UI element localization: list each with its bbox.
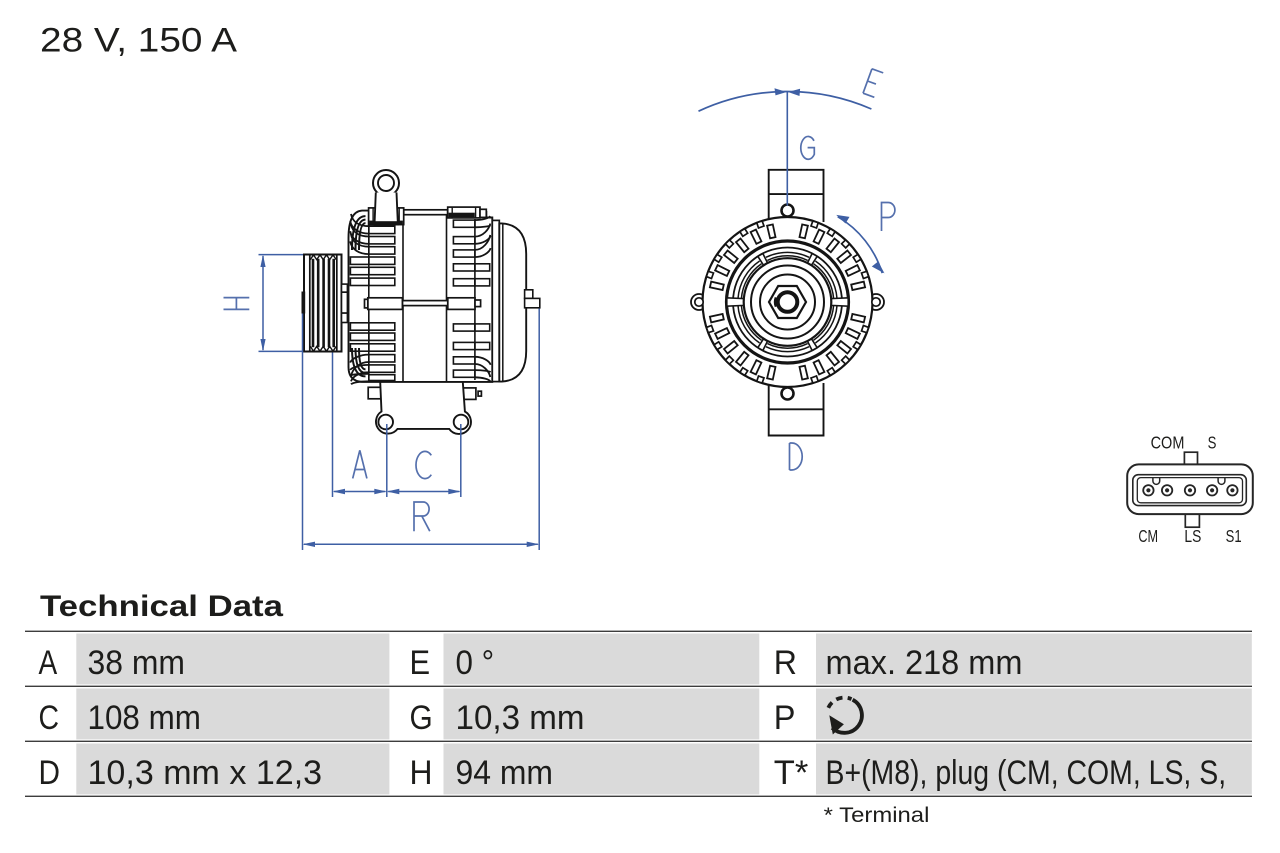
- svg-text:CM: CM: [1138, 526, 1158, 546]
- svg-text:C: C: [39, 699, 60, 737]
- svg-text:D: D: [39, 754, 61, 792]
- svg-text:H: H: [410, 754, 433, 792]
- svg-text:10,3 mm x 12,3: 10,3 mm x 12,3: [88, 754, 323, 792]
- svg-text:max. 218 mm: max. 218 mm: [826, 644, 1023, 682]
- svg-text:P: P: [774, 699, 796, 737]
- svg-text:94 mm: 94 mm: [456, 754, 554, 792]
- svg-text:LS: LS: [1184, 526, 1201, 546]
- svg-text:* Terminal: * Terminal: [824, 804, 930, 827]
- svg-text:T*: T*: [774, 754, 809, 792]
- svg-text:G: G: [410, 699, 433, 737]
- svg-text:Technical Data: Technical Data: [40, 590, 283, 623]
- svg-text:108 mm: 108 mm: [88, 699, 201, 737]
- svg-text:R: R: [774, 644, 797, 682]
- svg-text:E: E: [410, 644, 431, 682]
- svg-text:10,3 mm: 10,3 mm: [456, 699, 585, 737]
- svg-text:B+(M8), plug (CM, COM, LS, S,: B+(M8), plug (CM, COM, LS, S,: [826, 754, 1227, 792]
- svg-text:0 °: 0 °: [456, 644, 495, 682]
- svg-text:A: A: [39, 644, 58, 682]
- svg-text:COM: COM: [1151, 432, 1185, 452]
- svg-text:S1: S1: [1226, 526, 1242, 546]
- svg-text:38 mm: 38 mm: [88, 644, 186, 682]
- svg-text:S: S: [1208, 432, 1217, 452]
- svg-text:28 V, 150 A: 28 V, 150 A: [40, 22, 237, 60]
